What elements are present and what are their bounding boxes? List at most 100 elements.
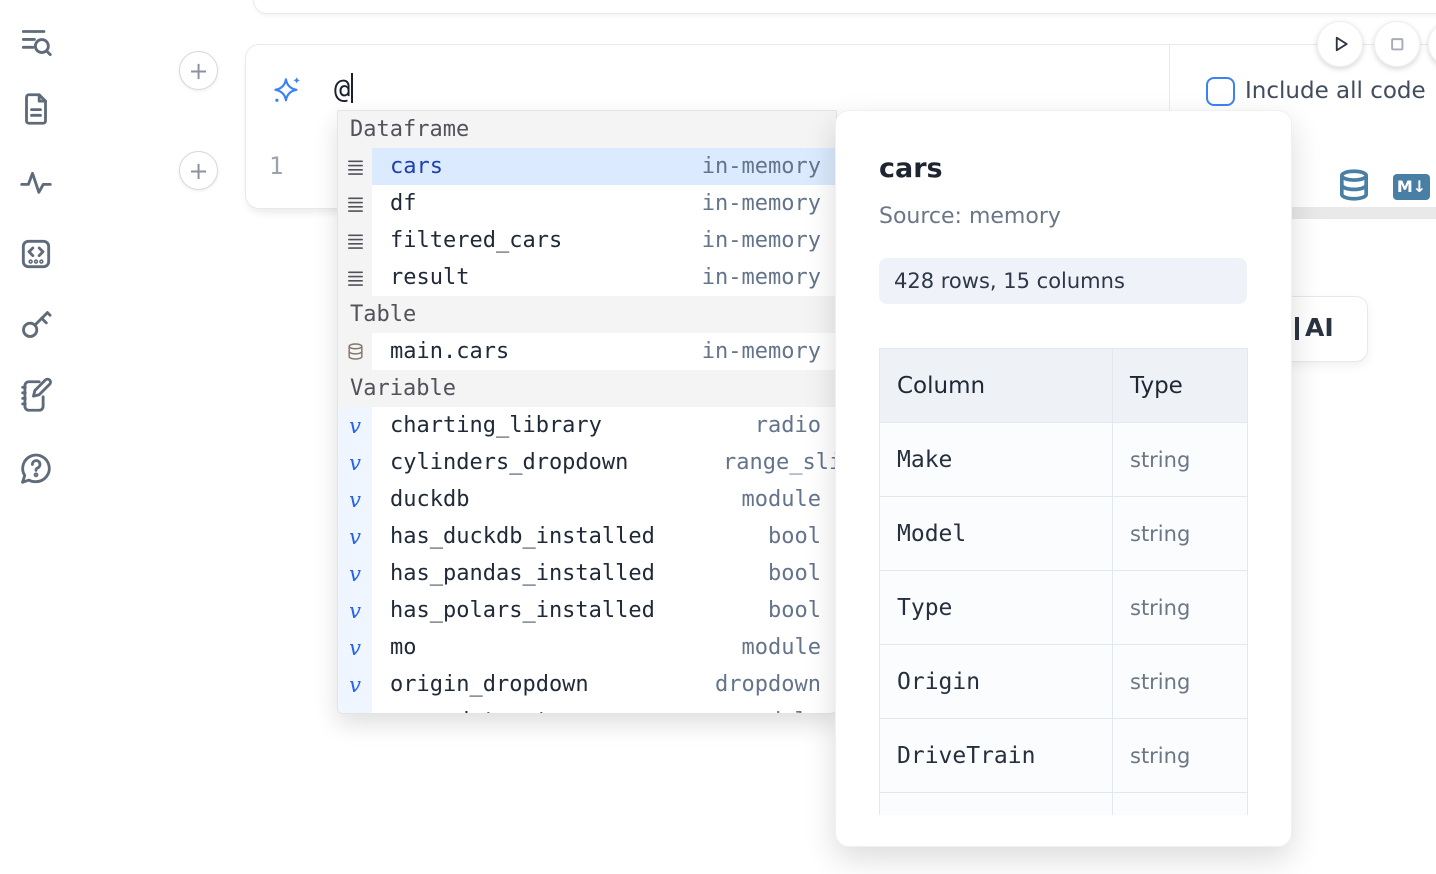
completion-item-type: bool xyxy=(768,524,821,549)
variable-glyph: v xyxy=(349,635,361,660)
completion-item-type: in-memory xyxy=(701,265,821,290)
ai-button-label: AI xyxy=(1305,313,1334,342)
include-all-code-checkbox[interactable] xyxy=(1206,77,1235,106)
completion-item-name: cars xyxy=(390,154,443,179)
preview-shape-badge: 428 rows, 15 columns xyxy=(879,258,1247,304)
variable-glyph: v xyxy=(349,524,361,549)
variable-icon: v xyxy=(338,555,372,592)
completion-item-name: vega_datasets xyxy=(390,709,562,713)
completion-item-type: module xyxy=(742,709,821,713)
schema-column-name: Type xyxy=(879,570,1113,645)
help-chat-icon[interactable] xyxy=(17,450,55,488)
search-text-icon[interactable] xyxy=(17,22,55,60)
completion-item-name: df xyxy=(390,191,417,216)
preview-source: Source: memory xyxy=(879,204,1061,229)
variable-glyph: v xyxy=(349,710,361,714)
variable-icon: v xyxy=(338,592,372,629)
schema-column-type: string xyxy=(1112,718,1248,793)
add-cell-above-button[interactable]: + xyxy=(179,51,218,90)
dataframe-rows-icon xyxy=(338,259,372,296)
completion-item-charting_library[interactable]: v charting_library radio xyxy=(338,407,836,444)
completion-item-type: in-memory xyxy=(701,154,821,179)
dataframe-rows-icon xyxy=(338,222,372,259)
stop-button[interactable] xyxy=(1374,21,1420,67)
variable-glyph: v xyxy=(349,672,361,697)
completion-item-cylinders_dropdown[interactable]: v cylinders_dropdown range_slider xyxy=(338,444,836,481)
code-snippet-icon[interactable] xyxy=(17,235,55,273)
schema-column-type: string xyxy=(1112,422,1248,497)
variable-icon: v xyxy=(338,444,372,481)
variable-icon: v xyxy=(338,481,372,518)
variable-glyph: v xyxy=(349,413,361,438)
schema-row-clipped xyxy=(879,792,1248,815)
variable-glyph: v xyxy=(349,561,361,586)
document-icon[interactable] xyxy=(17,90,55,128)
table-database-icon xyxy=(338,333,372,370)
completion-item-name: cylinders_dropdown xyxy=(390,450,629,475)
schema-column-type: string xyxy=(1112,644,1248,719)
preview-title: cars xyxy=(879,153,943,184)
completion-item-type: bool xyxy=(768,598,821,623)
variable-icon: v xyxy=(338,666,372,703)
completion-item-type: bool xyxy=(768,561,821,586)
completion-item-type: range_slider xyxy=(723,450,836,475)
schema-column-name: DriveTrain xyxy=(879,718,1113,793)
completion-item-name: origin_dropdown xyxy=(390,672,589,697)
completion-section-header: Table xyxy=(338,296,836,333)
completion-item-name: has_polars_installed xyxy=(390,598,655,623)
markdown-convert-icon[interactable]: M↓ xyxy=(1393,174,1430,200)
completion-item-has_polars_installed[interactable]: v has_polars_installed bool xyxy=(338,592,836,629)
schema-column-header: Type xyxy=(1112,348,1248,423)
previous-cell-edge xyxy=(253,0,1436,14)
completion-item-type: dropdown xyxy=(715,672,821,697)
sidebar xyxy=(0,0,72,874)
completion-item-has_duckdb_installed[interactable]: v has_duckdb_installed bool xyxy=(338,518,836,555)
variable-glyph: v xyxy=(349,450,361,475)
variable-icon: v xyxy=(338,518,372,555)
ai-prompt-input[interactable]: @ xyxy=(334,73,354,105)
completion-item-has_pandas_installed[interactable]: v has_pandas_installed bool xyxy=(338,555,836,592)
completion-item-name: charting_library xyxy=(390,413,602,438)
divider xyxy=(1169,45,1170,111)
completion-item-type: module xyxy=(741,635,821,660)
key-icon[interactable] xyxy=(17,305,55,343)
completion-item-cars[interactable]: cars in-memory xyxy=(338,148,836,185)
dataframe-preview-panel: cars Source: memory 428 rows, 15 columns… xyxy=(835,110,1292,847)
completion-item-origin_dropdown[interactable]: v origin_dropdown dropdown xyxy=(338,666,836,703)
completion-item-vega_datasets[interactable]: v vega_datasets module xyxy=(338,703,836,714)
completion-item-type: module xyxy=(741,487,821,512)
completion-section-header: Dataframe xyxy=(338,111,836,148)
completion-item-name: has_duckdb_installed xyxy=(390,524,655,549)
line-number: 1 xyxy=(269,152,284,180)
run-cell-button[interactable] xyxy=(1317,21,1363,67)
completion-item-name: main.cars xyxy=(390,339,510,364)
completion-item-name: has_pandas_installed xyxy=(390,561,655,586)
completion-item-name: duckdb xyxy=(390,487,470,512)
add-cell-below-button[interactable]: + xyxy=(179,151,218,190)
clipped-letter xyxy=(1295,317,1299,340)
schema-column-name: Model xyxy=(879,496,1113,571)
database-icon[interactable] xyxy=(1337,167,1371,203)
schema-column-type: string xyxy=(1112,570,1248,645)
completion-item-type: radio xyxy=(754,413,821,438)
sparkles-icon xyxy=(272,75,302,105)
dataframe-rows-icon xyxy=(338,185,372,222)
schema-column-type: string xyxy=(1112,496,1248,571)
activity-icon[interactable] xyxy=(17,163,55,201)
completion-section-header: Variable xyxy=(338,370,836,407)
text-caret xyxy=(351,73,354,103)
scratchpad-icon[interactable] xyxy=(17,377,55,415)
completion-item-type: in-memory xyxy=(701,228,821,253)
